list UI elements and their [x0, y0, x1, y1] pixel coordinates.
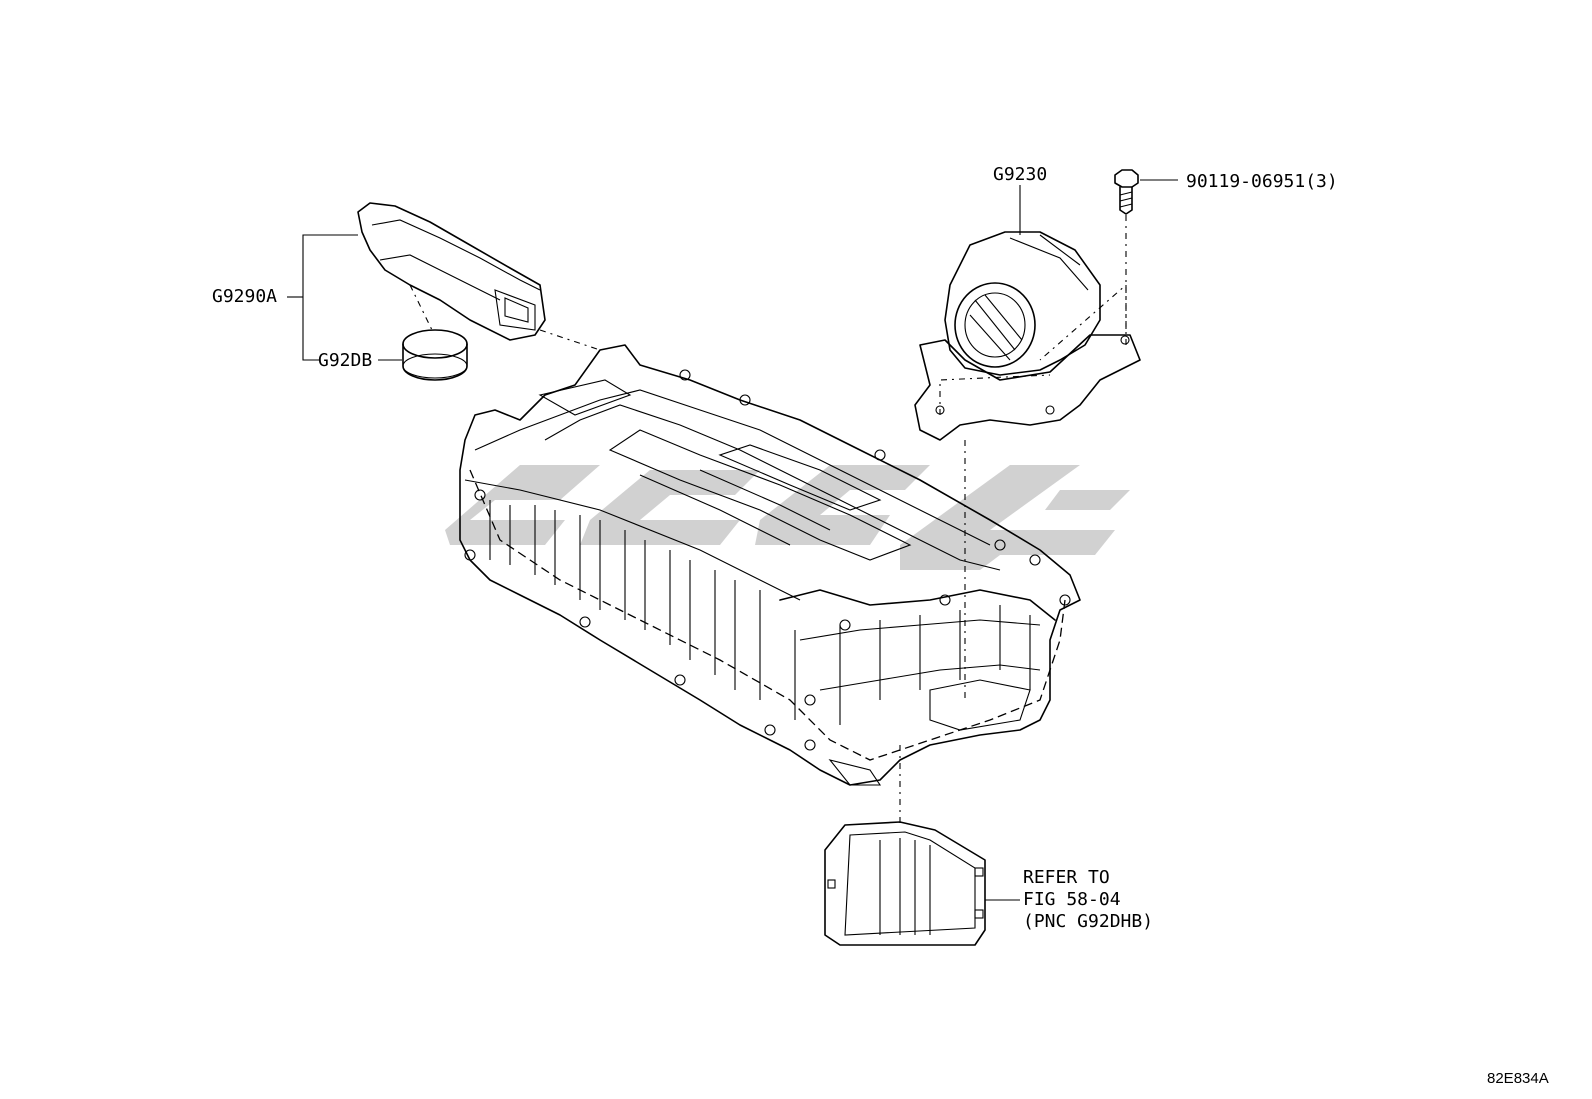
- label-refer-line1: REFER TO: [1023, 867, 1110, 888]
- label-cap: G92DB: [318, 350, 373, 371]
- watermark-logo: [445, 465, 1130, 570]
- filter-part: [824, 821, 986, 946]
- lower-tray-outline: [469, 469, 1066, 761]
- battery-pack-assembly: [459, 344, 1081, 786]
- figure-code: 82E834A: [1487, 1070, 1549, 1087]
- blower-fan-assembly: [914, 231, 1141, 441]
- label-bolt: 90119-06951(3): [1186, 171, 1338, 192]
- label-refer-line2: FIG 58-04: [1023, 889, 1121, 910]
- bolt-part: [1114, 169, 1139, 215]
- cap-part: [402, 329, 468, 381]
- label-blower: G9230: [993, 164, 1048, 185]
- leader-lines: [287, 179, 1178, 901]
- label-refer-line3: (PNC G92DHB): [1023, 911, 1154, 932]
- intake-duct: [357, 202, 546, 341]
- assembly-dash-lines: [409, 215, 1127, 825]
- label-duct: G9290A: [212, 286, 278, 307]
